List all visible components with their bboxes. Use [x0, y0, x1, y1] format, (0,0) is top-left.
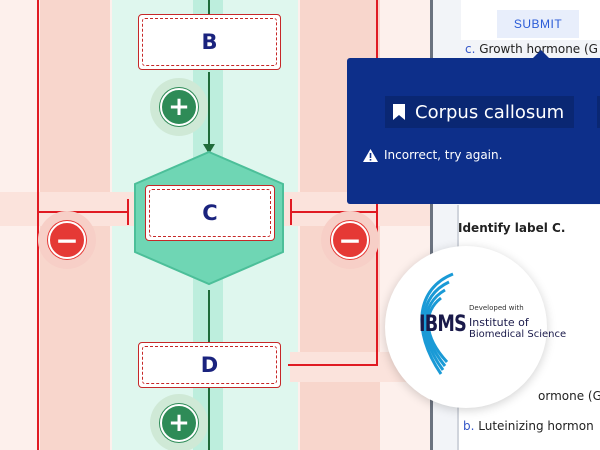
stimulation-line-b-c [208, 72, 210, 152]
logo-tagline: Developed with [469, 304, 524, 312]
next-answer-chip[interactable] [597, 96, 600, 128]
label-box-c[interactable]: C [145, 185, 275, 241]
right-inhibition-connector [291, 211, 378, 213]
option-c-letter: c. [465, 42, 476, 56]
logo-line2: Biomedical Science [469, 329, 567, 340]
minus-glyph: − [338, 223, 362, 257]
left-inhibition-line [37, 0, 39, 450]
label-box-b[interactable]: B [138, 14, 281, 70]
stimulation-line-c-d [208, 290, 210, 342]
submit-button[interactable]: SUBMIT [497, 10, 579, 38]
ibms-logo-badge: Developed with IBMS Institute of Biomedi… [385, 246, 566, 408]
plus-halo-lower: + [150, 394, 208, 450]
feedback-popup: Corpus callosum Incorrect, try again. [347, 50, 600, 204]
option-b-text: Luteinizing hormon [478, 419, 594, 433]
logo-swirl-icon [420, 272, 454, 375]
option-c[interactable]: c. Growth hormone (G [465, 42, 598, 56]
plus-glyph: + [168, 92, 190, 122]
option-b[interactable]: b. Luteinizing hormon [463, 419, 594, 433]
minus-halo-left: − [38, 211, 96, 269]
plus-halo: + [150, 78, 208, 136]
feedback-message: Incorrect, try again. [363, 148, 502, 162]
left-inhibition-connector [37, 211, 129, 213]
left-inhibition-bar [127, 199, 129, 225]
arrowhead-icon [203, 144, 215, 154]
minus-icon: − [48, 221, 86, 259]
selected-answer[interactable]: Corpus callosum [385, 96, 575, 128]
minus-glyph: − [55, 223, 79, 257]
feedback-message-text: Incorrect, try again. [384, 148, 503, 162]
option-b-letter: b. [463, 419, 475, 433]
label-box-d[interactable]: D [138, 342, 281, 388]
label-c-text: C [202, 201, 218, 225]
minus-icon: − [331, 221, 369, 259]
plus-icon: + [160, 404, 198, 442]
selected-answer-text: Corpus callosum [415, 101, 565, 123]
logo-acronym: IBMS [419, 312, 467, 337]
option-c-text: Growth hormone (G [479, 42, 598, 56]
label-d-text: D [200, 353, 219, 377]
logo-line1: Institute of [469, 316, 529, 329]
partial-option-text[interactable]: ormone (G [538, 389, 600, 403]
d-to-feedback-connector [288, 364, 378, 366]
right-inhibition-bar [290, 199, 292, 225]
label-b-text: B [201, 30, 218, 54]
popup-pointer [533, 50, 549, 58]
minus-halo-right: − [321, 211, 379, 269]
bookmark-icon [393, 104, 405, 120]
plus-glyph: + [168, 408, 190, 438]
stimulation-line-bottom [208, 388, 210, 450]
plus-icon: + [160, 88, 198, 126]
question-title: Identify label C. [458, 221, 566, 235]
stimulation-line-top [208, 0, 210, 14]
warning-icon [363, 148, 378, 162]
